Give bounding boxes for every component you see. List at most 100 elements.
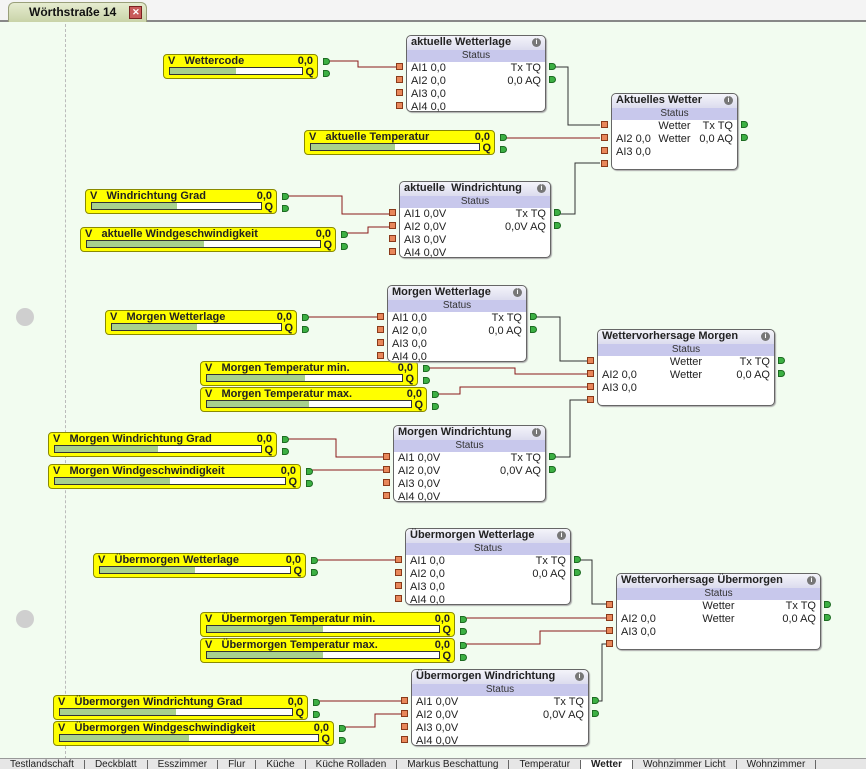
info-icon[interactable]: i	[537, 184, 546, 193]
input-port[interactable]	[377, 339, 384, 346]
output-port[interactable]	[341, 231, 348, 238]
sheet-tab[interactable]: Wetter	[581, 760, 633, 769]
info-icon[interactable]: i	[532, 428, 541, 437]
variable-block[interactable]: V Morgen Temperatur min. 0,0 Q	[200, 361, 418, 386]
variable-block[interactable]: V Morgen Windgeschwindigkeit 0,0 Q	[48, 464, 301, 489]
variable-block[interactable]: V Übermorgen Temperatur min. 0,0 Q	[200, 612, 455, 637]
variable-block[interactable]: V aktuelle Windgeschwindigkeit 0,0 Q	[80, 227, 336, 252]
variable-block[interactable]: V Übermorgen Wetterlage 0,0 Q	[93, 553, 306, 578]
input-port[interactable]	[401, 710, 408, 717]
sheet-tab[interactable]: Temperatur	[509, 760, 582, 769]
sheet-tab[interactable]: Flur	[218, 760, 257, 769]
info-icon[interactable]: i	[724, 96, 733, 105]
input-port[interactable]	[401, 697, 408, 704]
input-port[interactable]	[587, 396, 594, 403]
output-port[interactable]	[574, 556, 581, 563]
output-port[interactable]	[549, 466, 556, 473]
output-port[interactable]	[306, 468, 313, 475]
info-icon[interactable]: i	[513, 288, 522, 297]
input-port[interactable]	[606, 627, 613, 634]
input-port[interactable]	[395, 582, 402, 589]
variable-block[interactable]: V Morgen Wetterlage 0,0 Q	[105, 310, 297, 335]
info-icon[interactable]: i	[532, 38, 541, 47]
output-port[interactable]	[282, 193, 289, 200]
variable-block[interactable]: V Übermorgen Temperatur max. 0,0 Q	[200, 638, 455, 663]
input-port[interactable]	[606, 614, 613, 621]
input-port[interactable]	[383, 479, 390, 486]
output-port[interactable]	[302, 314, 309, 321]
input-port[interactable]	[389, 235, 396, 242]
variable-block[interactable]: V Windrichtung Grad 0,0 Q	[85, 189, 277, 214]
output-port[interactable]	[460, 616, 467, 623]
output-port[interactable]	[311, 557, 318, 564]
output-port[interactable]	[500, 146, 507, 153]
output-port[interactable]	[423, 377, 430, 384]
input-port[interactable]	[383, 466, 390, 473]
input-port[interactable]	[587, 370, 594, 377]
output-port[interactable]	[302, 326, 309, 333]
info-icon[interactable]: i	[557, 531, 566, 540]
output-port[interactable]	[778, 357, 785, 364]
output-port[interactable]	[592, 697, 599, 704]
output-port[interactable]	[282, 448, 289, 455]
output-port[interactable]	[824, 614, 831, 621]
output-port[interactable]	[530, 313, 537, 320]
output-port[interactable]	[741, 121, 748, 128]
input-port[interactable]	[396, 76, 403, 83]
input-port[interactable]	[587, 383, 594, 390]
variable-block[interactable]: V Morgen Windrichtung Grad 0,0 Q	[48, 432, 277, 457]
input-port[interactable]	[396, 102, 403, 109]
input-port[interactable]	[389, 209, 396, 216]
input-port[interactable]	[395, 569, 402, 576]
output-port[interactable]	[313, 699, 320, 706]
input-port[interactable]	[389, 248, 396, 255]
output-port[interactable]	[282, 205, 289, 212]
info-icon[interactable]: i	[807, 576, 816, 585]
input-port[interactable]	[601, 147, 608, 154]
input-port[interactable]	[401, 723, 408, 730]
input-port[interactable]	[601, 121, 608, 128]
output-port[interactable]	[549, 63, 556, 70]
output-port[interactable]	[323, 58, 330, 65]
input-port[interactable]	[389, 222, 396, 229]
sheet-tab[interactable]: Esszimmer	[148, 760, 219, 769]
input-port[interactable]	[395, 595, 402, 602]
input-port[interactable]	[401, 736, 408, 743]
output-port[interactable]	[432, 403, 439, 410]
input-port[interactable]	[383, 453, 390, 460]
sheet-tab[interactable]: Küche Rolladen	[306, 760, 398, 769]
output-port[interactable]	[554, 222, 561, 229]
output-port[interactable]	[741, 134, 748, 141]
output-port[interactable]	[323, 70, 330, 77]
output-port[interactable]	[824, 601, 831, 608]
variable-block[interactable]: V Wettercode 0,0 Q	[163, 54, 318, 79]
output-port[interactable]	[460, 654, 467, 661]
output-port[interactable]	[339, 737, 346, 744]
sheet-tab[interactable]: Markus Beschattung	[397, 760, 510, 769]
output-port[interactable]	[549, 76, 556, 83]
input-port[interactable]	[606, 640, 613, 647]
output-port[interactable]	[592, 710, 599, 717]
input-port[interactable]	[606, 601, 613, 608]
output-port[interactable]	[460, 642, 467, 649]
output-port[interactable]	[778, 370, 785, 377]
input-port[interactable]	[396, 63, 403, 70]
variable-block[interactable]: V aktuelle Temperatur 0,0 Q	[304, 130, 495, 155]
info-icon[interactable]: i	[575, 672, 584, 681]
input-port[interactable]	[377, 326, 384, 333]
document-tab[interactable]: Wörthstraße 14 ✕	[8, 2, 148, 22]
output-port[interactable]	[574, 569, 581, 576]
output-port[interactable]	[423, 365, 430, 372]
output-port[interactable]	[306, 480, 313, 487]
sheet-tab[interactable]: Wohnzimmer Licht	[633, 760, 737, 769]
output-port[interactable]	[311, 569, 318, 576]
output-port[interactable]	[341, 243, 348, 250]
input-port[interactable]	[395, 556, 402, 563]
